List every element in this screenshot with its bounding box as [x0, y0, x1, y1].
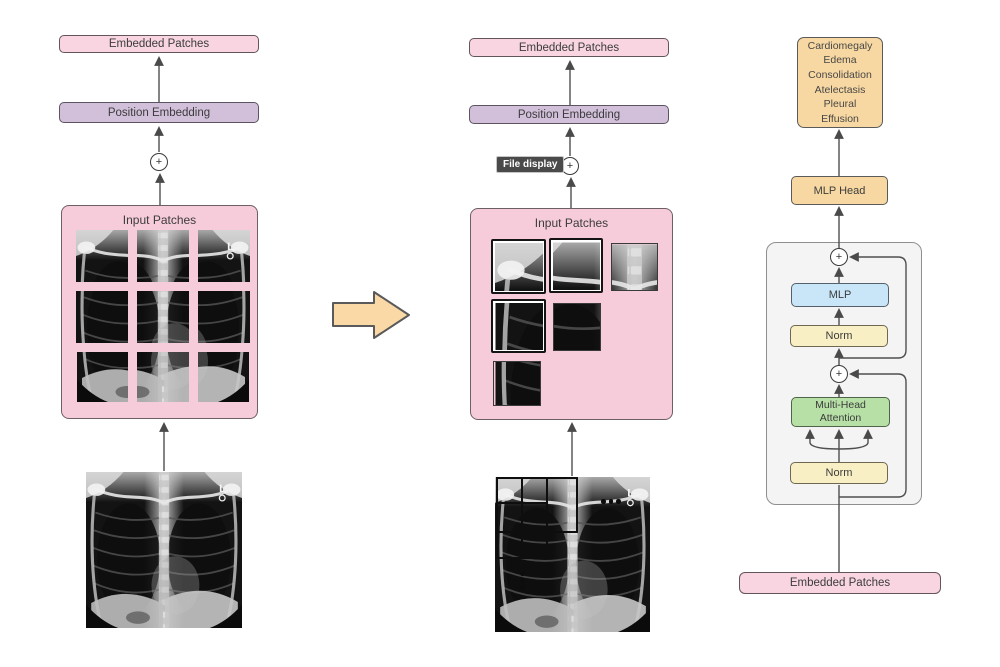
- mlp-head-box[interactable]: MLP Head: [791, 176, 888, 205]
- middle-position-embedding-label: Position Embedding: [517, 108, 621, 121]
- xray-patch: [198, 352, 250, 402]
- left-embedded-patches-label: Embedded Patches: [108, 38, 210, 50]
- plus-glyph: +: [566, 159, 574, 172]
- overlay-grid-cell-large: [546, 477, 578, 533]
- mlp-head-label: MLP Head: [813, 184, 866, 197]
- right-embedded-patches-box[interactable]: Embedded Patches: [739, 572, 941, 594]
- xray-patch: [76, 291, 128, 343]
- right-embedded-patches-label: Embedded Patches: [789, 577, 891, 589]
- class-label: Cardiomegaly: [807, 39, 873, 52]
- middle-embedded-patches-label: Embedded Patches: [518, 41, 620, 54]
- xray-patch: [611, 243, 658, 291]
- plus-glyph: +: [155, 155, 163, 168]
- left-chest-xray-image: [85, 472, 243, 628]
- norm-bottom-label: Norm: [825, 467, 853, 479]
- left-embedded-patches-box[interactable]: Embedded Patches: [59, 35, 259, 53]
- left-plus-add-icon[interactable]: +: [150, 153, 168, 171]
- xray-patch: [137, 291, 189, 343]
- class-label: Pleural: [823, 98, 857, 111]
- mha-label-line2: Attention: [819, 412, 862, 424]
- xray-patch: [493, 361, 541, 406]
- left-position-embedding-label: Position Embedding: [107, 106, 211, 119]
- left-position-embedding-box[interactable]: Position Embedding: [59, 102, 259, 123]
- xray-patch-highlighted: [549, 238, 603, 293]
- class-label: Effusion: [821, 112, 859, 125]
- file-display-tooltip: File display: [496, 156, 565, 173]
- middle-embedded-patches-box[interactable]: Embedded Patches: [469, 38, 669, 57]
- xray-patch: [137, 352, 189, 402]
- middle-position-embedding-box[interactable]: Position Embedding: [469, 105, 669, 124]
- plus-glyph: +: [835, 250, 843, 263]
- tooltip-label: File display: [503, 159, 558, 170]
- mlp-box[interactable]: MLP: [791, 283, 889, 307]
- norm-top-label: Norm: [825, 330, 853, 342]
- xray-patch-highlighted: [491, 299, 546, 353]
- xray-patch: [76, 352, 128, 402]
- encoder-plus-mid-icon[interactable]: +: [830, 365, 848, 383]
- middle-input-patches-container[interactable]: Input Patches: [470, 208, 673, 420]
- overlay-grid-cell: [496, 477, 523, 504]
- overlay-grid-cell: [521, 531, 548, 559]
- middle-chest-xray-image: [495, 477, 650, 632]
- xray-patch: [76, 230, 128, 282]
- xray-patch-highlighted: [491, 239, 546, 294]
- mha-label-line1: Multi-Head: [815, 399, 866, 411]
- middle-input-patches-title: Input Patches: [534, 216, 609, 230]
- xray-patch: [137, 230, 189, 282]
- mlp-label: MLP: [828, 289, 852, 301]
- class-label: Atelectasis: [814, 83, 866, 96]
- norm-bottom-box[interactable]: Norm: [790, 462, 888, 484]
- class-label: Consolidation: [808, 68, 872, 81]
- overlay-grid-cell: [496, 531, 523, 559]
- overlay-grid-cell: [521, 477, 548, 504]
- multi-head-attention-box[interactable]: Multi-Head Attention: [791, 397, 890, 427]
- xray-patch: [198, 230, 250, 282]
- class-predictions-box[interactable]: Cardiomegaly Edema Consolidation Atelect…: [797, 37, 883, 128]
- left-input-patches-title: Input Patches: [122, 213, 197, 227]
- left-input-patches-container[interactable]: Input Patches: [61, 205, 258, 419]
- norm-top-box[interactable]: Norm: [790, 325, 888, 347]
- xray-patch: [198, 291, 250, 343]
- overlay-grid-cell: [496, 502, 523, 533]
- encoder-plus-top-icon[interactable]: +: [830, 248, 848, 266]
- class-label: Edema: [823, 54, 857, 67]
- ellipsis-dots-horizontal: [601, 499, 621, 504]
- plus-glyph: +: [835, 367, 843, 380]
- xray-patch: [553, 303, 601, 351]
- ellipsis-dots-vertical: [520, 571, 525, 590]
- overlay-grid-cell: [521, 502, 548, 533]
- transform-arrow[interactable]: [332, 291, 410, 339]
